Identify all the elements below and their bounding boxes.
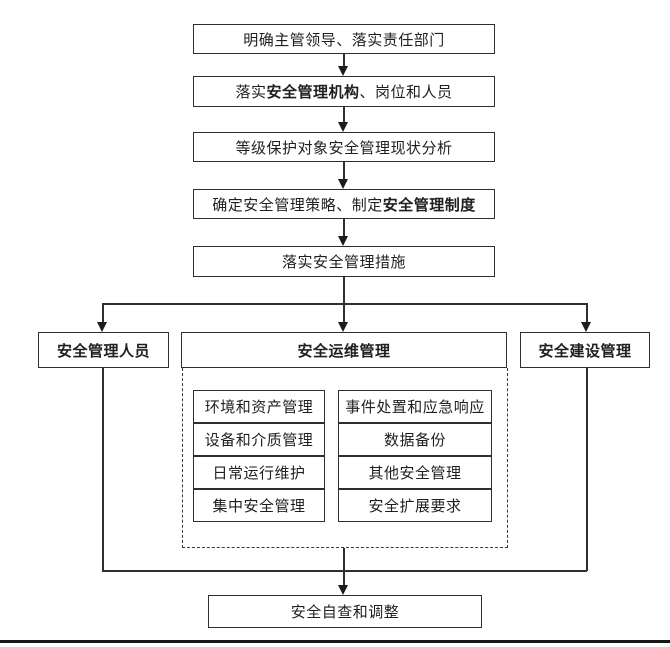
arrow-down-icon bbox=[338, 585, 348, 595]
arrow-down-icon bbox=[338, 322, 348, 332]
ops-cell-label: 数据备份 bbox=[383, 432, 446, 449]
page-bottom-rule bbox=[0, 640, 670, 643]
step-label-prefix: 落实 bbox=[235, 84, 267, 101]
ops-cell-label: 设备和介质管理 bbox=[204, 432, 314, 449]
step-box-status-analysis: 等级保护对象安全管理现状分析 bbox=[193, 132, 495, 162]
branch-rail-line bbox=[102, 303, 587, 305]
ops-cell-label: 集中安全管理 bbox=[212, 498, 306, 515]
ops-cell-centralized-security: 集中安全管理 bbox=[193, 489, 325, 522]
branch-box-security-operations: 安全运维管理 bbox=[181, 332, 507, 368]
arrow-down-icon bbox=[338, 122, 348, 132]
ops-cell-other-security: 其他安全管理 bbox=[338, 456, 492, 489]
step-label: 明确主管领导、落实责任部门 bbox=[243, 31, 445, 49]
ops-cell-incident-response: 事件处置和应急响应 bbox=[338, 390, 492, 423]
branch-label: 安全运维管理 bbox=[297, 342, 391, 360]
final-label: 安全自查和调整 bbox=[290, 604, 400, 621]
connector-line bbox=[343, 548, 345, 586]
arrow-down-icon bbox=[338, 179, 348, 189]
connector-line bbox=[102, 368, 104, 571]
operations-dashed-container bbox=[182, 368, 508, 548]
connector-line bbox=[586, 303, 588, 323]
ops-cell-equipment-media: 设备和介质管理 bbox=[193, 423, 325, 456]
step-box-define-policy: 确定安全管理策略、制定安全管理制度 bbox=[193, 189, 495, 219]
ops-cell-data-backup: 数据备份 bbox=[338, 423, 492, 456]
ops-cell-label: 事件处置和应急响应 bbox=[345, 399, 485, 416]
connector-line bbox=[343, 219, 345, 237]
branch-label: 安全建设管理 bbox=[538, 342, 632, 360]
final-box-self-check-adjust: 安全自查和调整 bbox=[208, 595, 482, 628]
arrow-down-icon bbox=[97, 322, 107, 332]
branch-label: 安全管理人员 bbox=[56, 342, 150, 360]
ops-cell-environment-assets: 环境和资产管理 bbox=[193, 390, 325, 423]
connector-line bbox=[343, 107, 345, 123]
step-label-suffix: 、岗位和人员 bbox=[359, 84, 453, 101]
step-label-prefix: 确定安全管理策略、制定 bbox=[212, 196, 383, 214]
connector-line bbox=[586, 368, 588, 571]
step-label: 等级保护对象安全管理现状分析 bbox=[235, 139, 453, 157]
ops-cell-extension-requirements: 安全扩展要求 bbox=[338, 489, 492, 522]
arrow-down-icon bbox=[338, 66, 348, 76]
ops-cell-label: 其他安全管理 bbox=[368, 465, 462, 482]
connector-line bbox=[343, 54, 345, 68]
ops-cell-daily-operation: 日常运行维护 bbox=[193, 456, 325, 489]
branch-box-security-construction: 安全建设管理 bbox=[520, 332, 650, 368]
branch-box-security-personnel: 安全管理人员 bbox=[38, 332, 169, 368]
ops-cell-label: 安全扩展要求 bbox=[368, 498, 462, 515]
ops-cell-label: 环境和资产管理 bbox=[204, 399, 314, 416]
connector-line bbox=[343, 162, 345, 180]
step-box-implement-measures: 落实安全管理措施 bbox=[193, 246, 495, 277]
connector-line bbox=[343, 277, 345, 323]
arrow-down-icon bbox=[338, 236, 348, 246]
arrow-down-icon bbox=[581, 322, 591, 332]
step-box-define-leadership: 明确主管领导、落实责任部门 bbox=[193, 24, 495, 54]
step-label: 落实安全管理措施 bbox=[281, 254, 406, 271]
ops-cell-label: 日常运行维护 bbox=[212, 465, 306, 482]
step-box-implement-org: 落实安全管理机构、岗位和人员 bbox=[193, 76, 495, 107]
connector-line bbox=[102, 303, 104, 323]
step-label-bold: 安全管理制度 bbox=[382, 196, 476, 214]
merge-rail-line bbox=[102, 570, 587, 572]
step-label-bold: 安全管理机构 bbox=[266, 84, 360, 101]
